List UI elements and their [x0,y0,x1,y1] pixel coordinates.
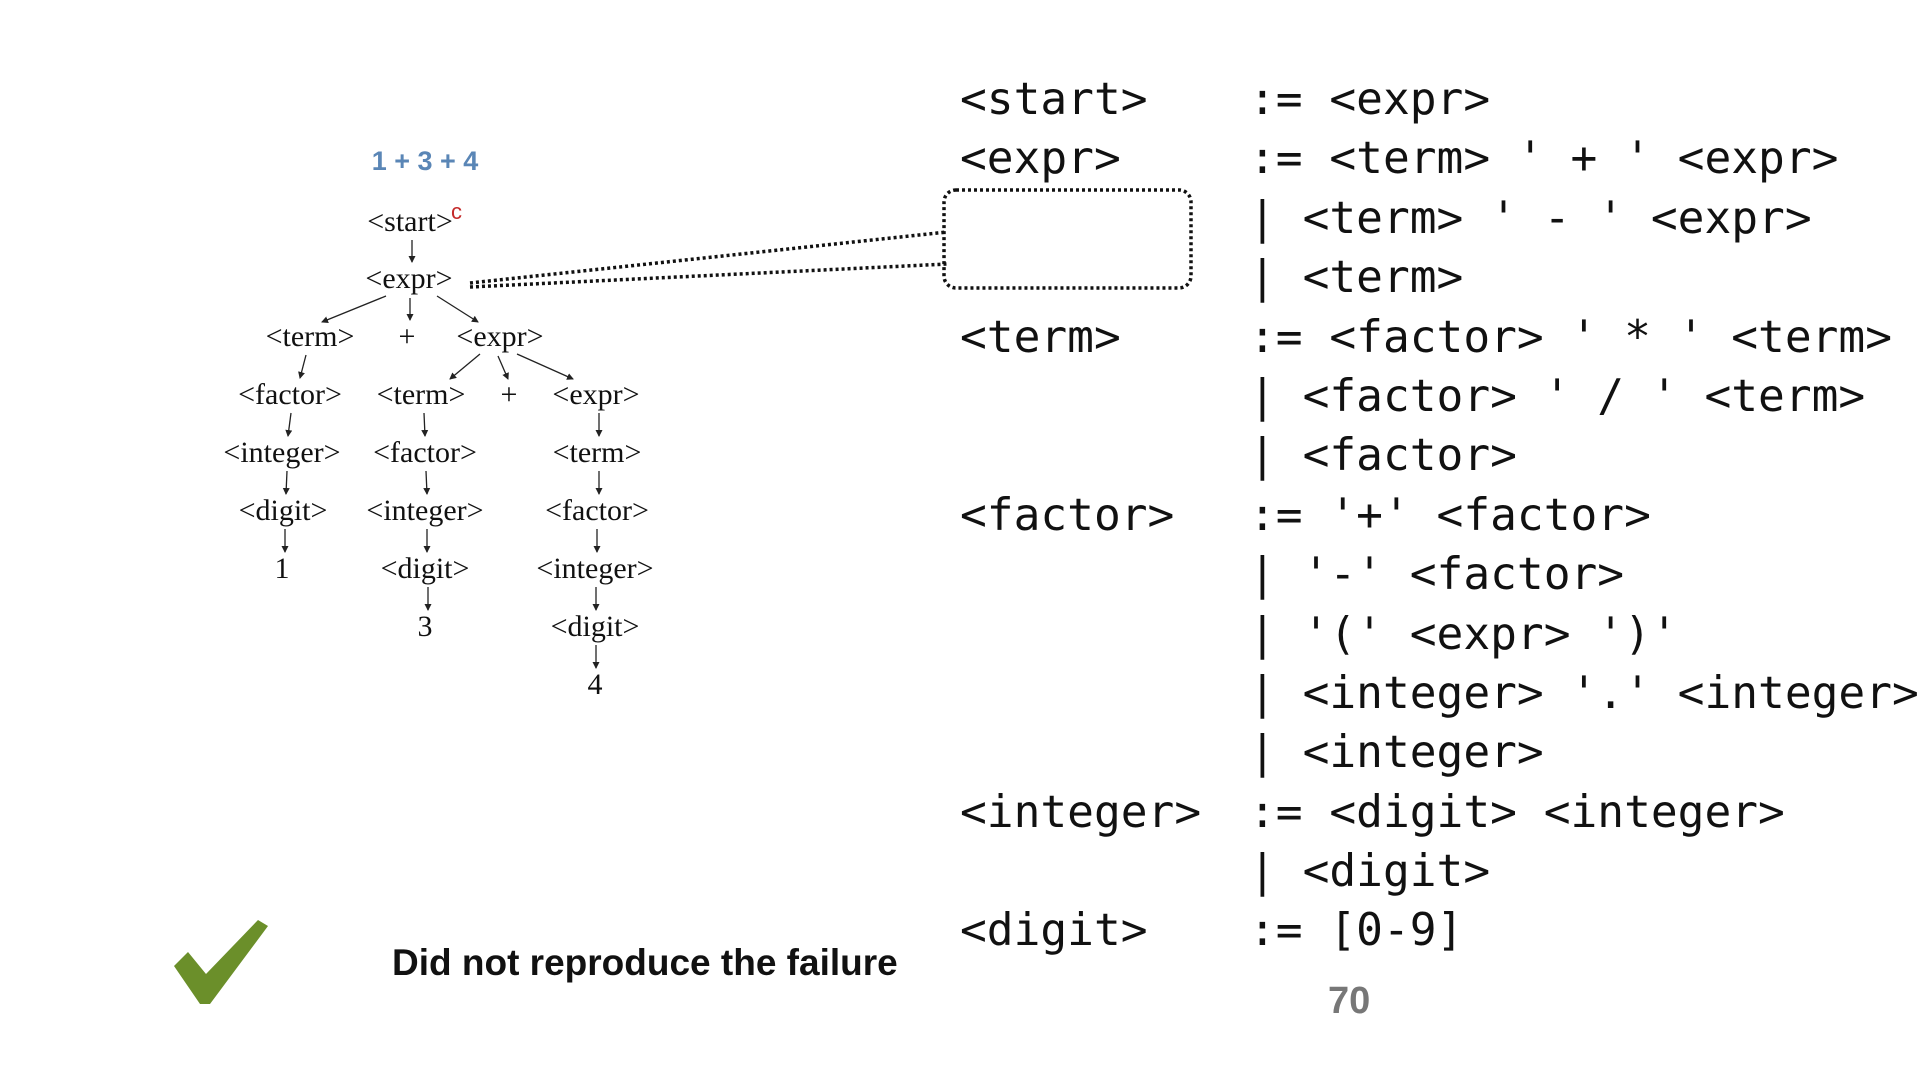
tree-caption: 1 + 3 + 4 [372,146,479,176]
grammar-rule: <term> := <factor> ' * ' <term> [960,308,1919,367]
grammar-lhs [960,189,1249,248]
grammar-lhs: <term> [960,311,1121,363]
tree-edge [285,412,293,437]
tree-edge [497,355,509,380]
grammar-rule: <expr> := <term> ' + ' <expr> [960,129,1919,188]
grammar-rhs: | <term> ' - ' <expr> [1249,192,1812,244]
checkmark-icon [174,920,268,1004]
tree-edge [321,295,387,323]
tree-node-expr: <expr> [552,378,639,411]
grammar-rule: | <factor> ' / ' <term> [960,367,1919,426]
grammar-rule: <digit> := [0-9] [960,901,1919,960]
tree-node-plus: + [501,378,518,411]
callout-connector [469,230,948,289]
grammar-lhs [960,605,1249,664]
tree-edge [449,353,481,380]
tree-node-integer: <integer> [536,552,653,585]
tree-node-start: <start> [367,205,453,238]
grammar-rhs: := <term> ' + ' <expr> [1249,133,1839,185]
grammar-rule: | '(' <expr> ')' [960,605,1919,664]
grammar-lhs [960,723,1249,782]
grammar-lhs [960,545,1249,604]
tree-edges [281,240,603,669]
tree-node-expr: <expr> [365,262,452,295]
grammar-rule: <integer> := <digit> <integer> [960,783,1919,842]
grammar-lhs [960,367,1249,426]
grammar-rule: <factor> := '+' <factor> [960,486,1919,545]
grammar-rule: | <factor> [960,426,1919,485]
grammar-rule: | <integer> '.' <integer> [960,664,1919,723]
tree-node-digit: <digit> [381,552,470,585]
grammar-lhs [960,664,1249,723]
tree-edge [423,470,431,495]
grammar-rhs: := <expr> [1249,74,1491,125]
tree-edge [282,470,290,495]
grammar-rule: | '-' <factor> [960,545,1919,604]
tree-node-term: <term> [553,436,642,469]
grammar-lhs [960,426,1249,485]
tree-node-leaf: 1 [275,552,290,585]
grammar-lhs: <expr> [960,133,1121,185]
grammar-listing: <start> := <expr> <expr> := <term> ' + ' <e… [960,70,1919,961]
grammar-lhs: <digit> [960,905,1148,957]
grammar-rule: | <term> ' - ' <expr> [960,189,1919,248]
grammar-rhs: | <digit> [1249,846,1491,898]
grammar-lhs: <integer> [960,786,1202,838]
grammar-lhs: <start> [960,74,1148,125]
tree-edge [421,412,429,437]
grammar-rhs: | <term> [1249,252,1464,304]
tree-node-term: <term> [377,378,466,411]
grammar-lhs: <factor> [960,489,1175,541]
tree-node-digit: <digit> [551,610,640,643]
grammar-rhs: | '-' <factor> [1249,549,1625,601]
tree-node-plus: + [399,320,416,353]
tree-edge [298,354,307,379]
grammar-lhs [960,842,1249,901]
grammar-rhs: := <digit> <integer> [1249,786,1785,838]
tree-node-term: <term> [266,320,355,353]
tree-node-factor: <factor> [545,494,649,527]
tree-edge [436,295,479,323]
tree-node-leaf: 3 [418,610,433,643]
cursor-marker: c [451,199,462,224]
grammar-rule: | <digit> [960,842,1919,901]
grammar-lhs [960,248,1249,307]
grammar-rhs: | '(' <expr> ')' [1249,608,1678,660]
tree-node-integer: <integer> [223,436,340,469]
grammar-rhs: := '+' <factor> [1249,489,1651,541]
grammar-rhs: | <factor> ' / ' <term> [1249,370,1866,422]
tree-node-factor: <factor> [238,378,342,411]
callout-box [942,188,1193,290]
tree-node-digit: <digit> [239,494,328,527]
grammar-rhs: := [0-9] [1249,905,1464,957]
tree-node-leaf: 4 [588,668,603,701]
page-number: 70 [1328,980,1371,1022]
grammar-rhs: | <integer> '.' <integer> [1249,667,1919,719]
grammar-rhs: | <integer> [1249,727,1544,779]
grammar-rule: <start> := <expr> [960,70,1919,129]
tree-node-integer: <integer> [366,494,483,527]
tree-node-factor: <factor> [373,436,477,469]
grammar-rule: | <term> [960,248,1919,307]
grammar-rhs: := <factor> ' * ' <term> [1249,311,1892,363]
tree-edge [516,353,574,380]
result-indicator: Did not reproduce the failure [170,918,898,1008]
grammar-rhs: | <factor> [1249,430,1517,482]
result-label: Did not reproduce the failure [392,942,898,983]
grammar-rule: | <integer> [960,723,1919,782]
tree-node-expr: <expr> [456,320,543,353]
